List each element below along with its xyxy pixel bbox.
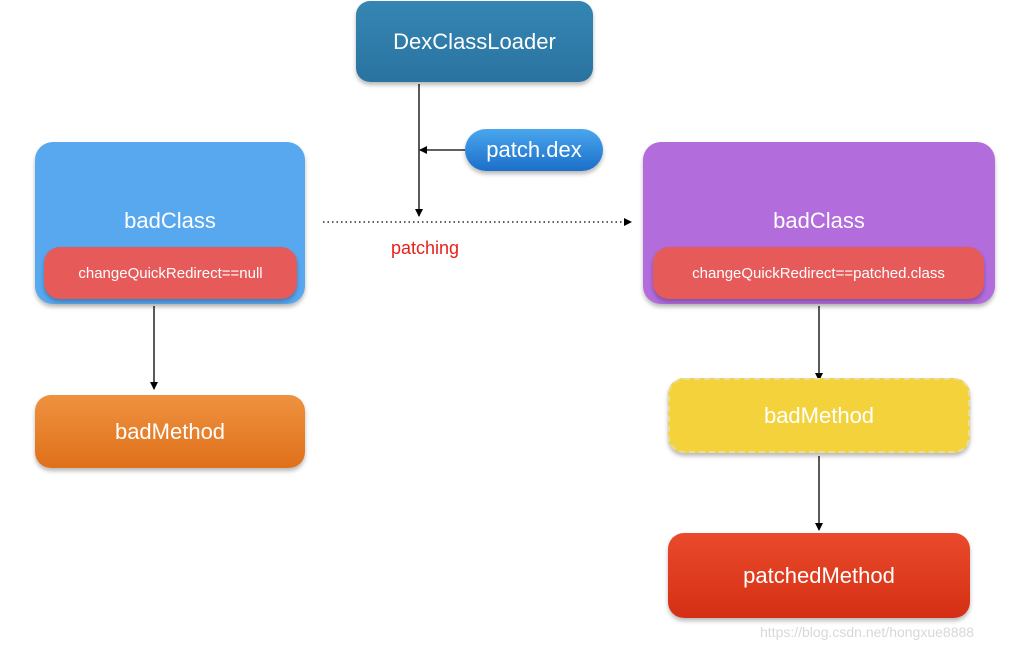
right-bad-class-node: badClass changeQuickRedirect==patched.cl… xyxy=(643,142,995,304)
right-bad-method-node: badMethod xyxy=(668,378,970,453)
patched-method-node: patchedMethod xyxy=(668,533,970,618)
right-bad-method-label: badMethod xyxy=(763,402,875,428)
left-redirect-label: changeQuickRedirect==null xyxy=(78,264,263,282)
patch-dex-node: patch.dex xyxy=(465,129,603,171)
patched-method-label: patchedMethod xyxy=(743,562,895,588)
left-bad-class-node: badClass changeQuickRedirect==null xyxy=(35,142,305,304)
right-redirect-node: changeQuickRedirect==patched.class xyxy=(653,247,984,299)
left-bad-method-label: badMethod xyxy=(114,418,226,444)
dex-class-loader-node: DexClassLoader xyxy=(356,1,593,82)
right-redirect-label: changeQuickRedirect==patched.class xyxy=(692,264,945,282)
left-redirect-node: changeQuickRedirect==null xyxy=(44,247,297,299)
left-bad-class-title: badClass xyxy=(124,208,216,233)
left-bad-method-node: badMethod xyxy=(35,395,305,468)
watermark-text: https://blog.csdn.net/hongxue8888 xyxy=(760,624,975,640)
patch-dex-label: patch.dex xyxy=(486,137,582,162)
right-bad-class-title: badClass xyxy=(773,208,865,233)
dex-class-loader-label: DexClassLoader xyxy=(393,28,556,54)
patching-edge-label: patching xyxy=(391,238,460,258)
